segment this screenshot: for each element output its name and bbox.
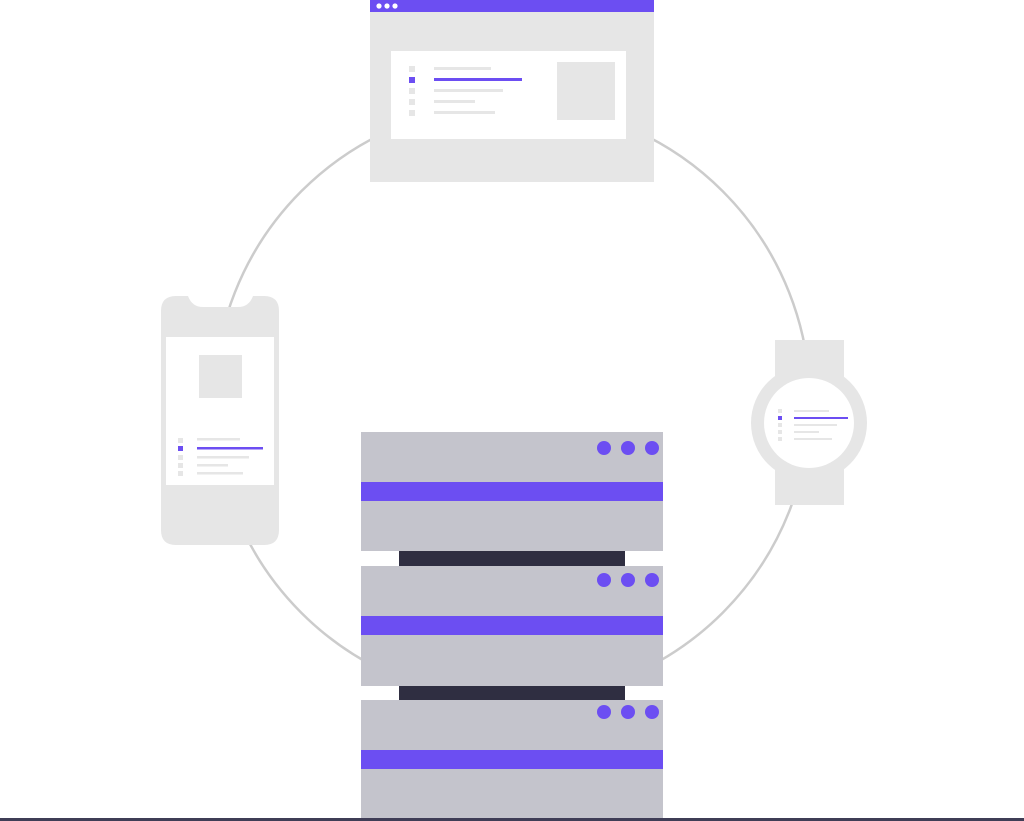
list-bullet xyxy=(409,99,415,105)
list-line xyxy=(794,438,832,440)
list-bullet xyxy=(178,471,183,476)
list-line xyxy=(434,89,503,92)
browser-title-bar xyxy=(370,0,654,12)
server-indicator-icon xyxy=(597,705,611,719)
list-line xyxy=(794,431,819,433)
browser-dot-icon xyxy=(384,3,390,9)
smartphone-illustration xyxy=(161,296,279,545)
watch-face xyxy=(764,378,854,468)
server-indicator-icon xyxy=(645,705,659,719)
list-bullet xyxy=(178,455,183,460)
list-bullet-active xyxy=(409,77,415,83)
list-bullet xyxy=(178,463,183,468)
browser-window-illustration xyxy=(370,0,654,182)
server-stripe xyxy=(361,482,663,501)
image-placeholder xyxy=(199,355,242,398)
browser-dot-icon xyxy=(392,3,398,9)
list-bullet-active xyxy=(178,446,183,451)
list-bullet xyxy=(409,88,415,94)
server-indicator-icon xyxy=(621,573,635,587)
list-bullet xyxy=(778,409,782,413)
list-bullet xyxy=(178,438,183,443)
list-line xyxy=(434,100,475,103)
list-line xyxy=(197,472,243,475)
list-line xyxy=(794,424,837,426)
server-indicator-icon xyxy=(645,573,659,587)
list-line xyxy=(197,464,228,467)
server-stripe xyxy=(361,750,663,769)
server-connector xyxy=(399,550,625,568)
list-bullet xyxy=(778,437,782,441)
browser-dot-icon xyxy=(376,3,382,9)
list-line xyxy=(794,410,829,412)
list-line-active xyxy=(434,78,522,81)
list-line-active xyxy=(197,447,263,450)
server-stripe xyxy=(361,616,663,635)
image-placeholder xyxy=(557,62,615,120)
list-line xyxy=(434,111,495,114)
list-line xyxy=(434,67,491,70)
server-connector xyxy=(399,684,625,702)
server-indicator-icon xyxy=(621,441,635,455)
list-bullet xyxy=(778,423,782,427)
server-indicator-icon xyxy=(621,705,635,719)
list-line xyxy=(197,438,240,441)
server-indicator-icon xyxy=(645,441,659,455)
list-bullet xyxy=(409,66,415,72)
list-line-active xyxy=(794,417,848,419)
smartwatch-illustration xyxy=(751,340,867,505)
server-indicator-icon xyxy=(597,573,611,587)
ground-line xyxy=(0,818,1024,821)
list-line xyxy=(197,456,249,459)
list-bullet-active xyxy=(778,416,782,420)
list-bullet xyxy=(409,110,415,116)
server-stack-illustration xyxy=(361,432,663,821)
list-bullet xyxy=(778,430,782,434)
server-indicator-icon xyxy=(597,441,611,455)
